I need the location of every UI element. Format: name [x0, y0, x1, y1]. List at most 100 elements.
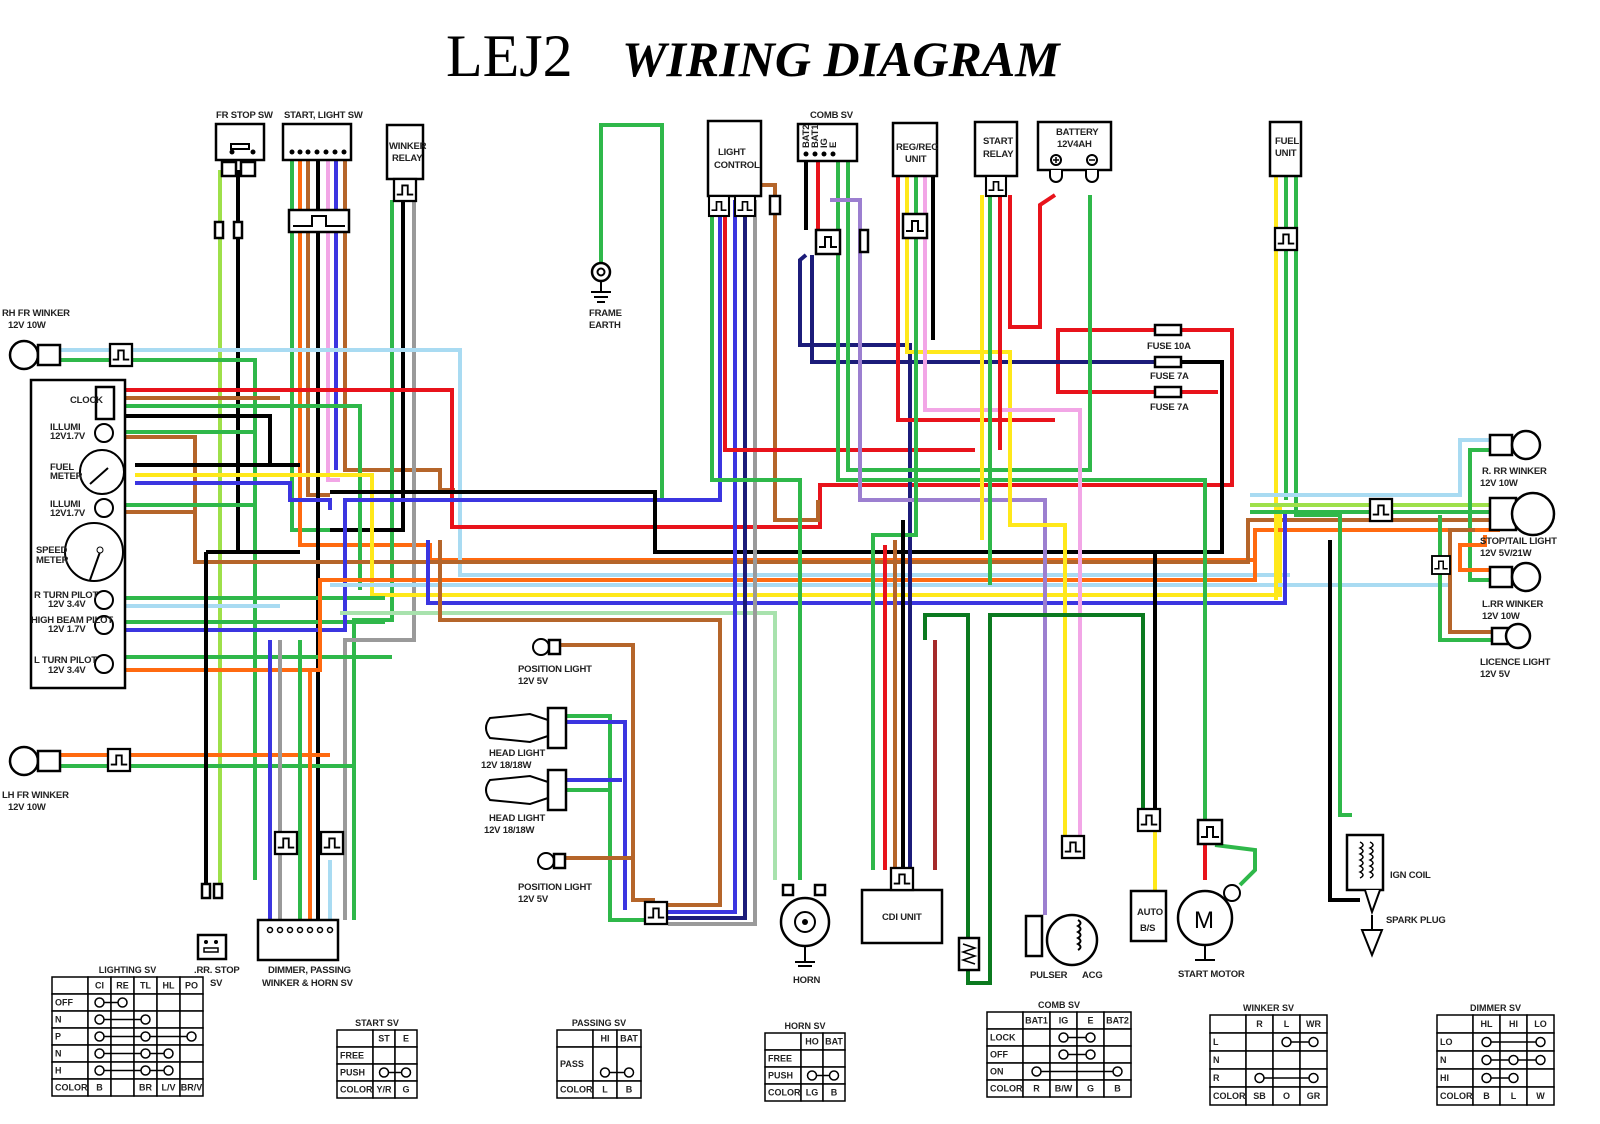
wire-green	[124, 404, 362, 590]
wire-harness	[55, 123, 1500, 985]
wire-green	[566, 714, 655, 922]
wire-black	[124, 414, 300, 467]
label: FRAME	[589, 308, 622, 319]
row-label: ON	[990, 1067, 1004, 1077]
connector	[984, 174, 1008, 198]
contact-point	[1508, 1072, 1519, 1084]
column-header: HI	[601, 1034, 610, 1044]
wire-black	[330, 360, 1224, 554]
label: SPEED	[36, 545, 68, 556]
label: HEAD LIGHT	[489, 748, 545, 759]
row-label: COLOR	[340, 1085, 373, 1095]
label: START	[983, 136, 1013, 147]
wire-orange	[1458, 535, 1495, 572]
contact-point	[828, 1070, 840, 1081]
wire-color-code: W	[1536, 1091, 1545, 1101]
wire-yellow	[135, 473, 1282, 597]
label: FUEL	[50, 462, 74, 473]
label: L.RR WINKER	[1482, 599, 1543, 610]
wire-gray	[668, 200, 757, 926]
table-title: HORN SV	[784, 1021, 825, 1031]
label: PULSER	[1030, 970, 1068, 981]
contact-point	[1058, 1049, 1069, 1060]
table-row: N	[1436, 1050, 1555, 1070]
connector	[733, 194, 757, 218]
table-title: DIMMER SV	[1470, 1003, 1521, 1013]
start-light-switch: START, LIGHT SW	[281, 110, 363, 234]
wire-red	[723, 200, 975, 452]
wire-color-code: GR	[1307, 1091, 1321, 1101]
label: STOP/TAIL LIGHT	[1480, 536, 1557, 547]
licence-light: LICENCE LIGHT 12V 5V	[1480, 622, 1551, 680]
table-row: R	[1209, 1068, 1328, 1088]
wire-color-code: B/W	[1055, 1084, 1073, 1094]
column-header: BAT	[620, 1034, 638, 1044]
wire-color-code: SB	[1253, 1091, 1266, 1101]
wire-green	[836, 160, 1207, 820]
wire-green	[455, 123, 664, 502]
label: 12V 5V/21W	[1480, 548, 1532, 559]
row-label: FREE	[768, 1054, 792, 1064]
connector	[643, 900, 669, 926]
combination-switch: COMB SV BAT2 BAT1 IG E	[796, 110, 870, 254]
table-row: LOCK	[986, 1028, 1132, 1047]
wire-blue	[124, 200, 722, 632]
position-light-upper: POSITION LIGHT 12V 5V	[518, 638, 592, 687]
contact-point	[1085, 1032, 1096, 1043]
contact-point	[117, 997, 128, 1008]
label: LICENCE LIGHT	[1480, 657, 1551, 668]
column-header: BAT	[825, 1037, 843, 1047]
label: IGN COIL	[1390, 870, 1431, 881]
table-title: COMB SV	[1038, 1000, 1080, 1010]
table-header-row: HI BAT	[556, 1029, 642, 1048]
label: FUSE 10A	[1147, 341, 1191, 352]
wire-gray	[343, 200, 416, 920]
table-row: P	[51, 1027, 204, 1046]
stop-tail-light: STOP/TAIL LIGHT 12V 5V/21W	[1480, 491, 1557, 559]
contact-point	[1481, 1072, 1492, 1084]
wire-yellow	[905, 175, 1067, 835]
wire-blue	[426, 510, 1287, 605]
table-header-row: HO BAT	[764, 1032, 846, 1051]
wire-black	[1328, 540, 1360, 902]
row-label: COLOR	[560, 1085, 593, 1095]
wire-green	[710, 200, 802, 880]
label: 12V 5V	[1480, 669, 1511, 680]
contact-point	[599, 1067, 611, 1078]
label: UNIT	[905, 154, 927, 165]
wire-color-code: BR	[139, 1083, 152, 1093]
contact-point	[1085, 1049, 1096, 1060]
table-title: PASSING SV	[572, 1018, 626, 1028]
r-rear-winker: R. RR WINKER 12V 10W	[1480, 429, 1547, 489]
column-header: L	[1284, 1019, 1290, 1029]
row-label: H	[55, 1066, 62, 1076]
contact-point	[94, 1031, 105, 1042]
connector	[1273, 226, 1299, 252]
wire-color-code: B	[831, 1088, 838, 1098]
fuse-7a	[1153, 355, 1183, 369]
label: WINKER & HORN SV	[262, 978, 354, 989]
bulb-icon	[8, 339, 62, 371]
label: RELAY	[983, 149, 1014, 160]
table-row: OFF	[986, 1045, 1132, 1064]
column-header: HO	[805, 1037, 819, 1047]
contact-point	[400, 1067, 412, 1078]
label: FR STOP SW	[216, 110, 273, 121]
table-title: LIGHTING SV	[99, 965, 157, 975]
label: POSITION LIGHT	[518, 882, 592, 893]
label: CLOCK	[70, 395, 103, 406]
connector	[1370, 499, 1392, 521]
label: SPARK PLUG	[1386, 915, 1446, 926]
fuse-7a	[1153, 385, 1183, 399]
meter-panel: CLOCK ILLUMI 12V1.7V FUEL METER ILLUMI 1…	[29, 378, 127, 690]
row-label: HI	[1440, 1073, 1449, 1083]
label: RELAY	[392, 153, 423, 164]
label: FUEL	[1275, 136, 1299, 147]
label: EARTH	[589, 320, 621, 331]
label: 12V 3.4V	[48, 665, 86, 676]
